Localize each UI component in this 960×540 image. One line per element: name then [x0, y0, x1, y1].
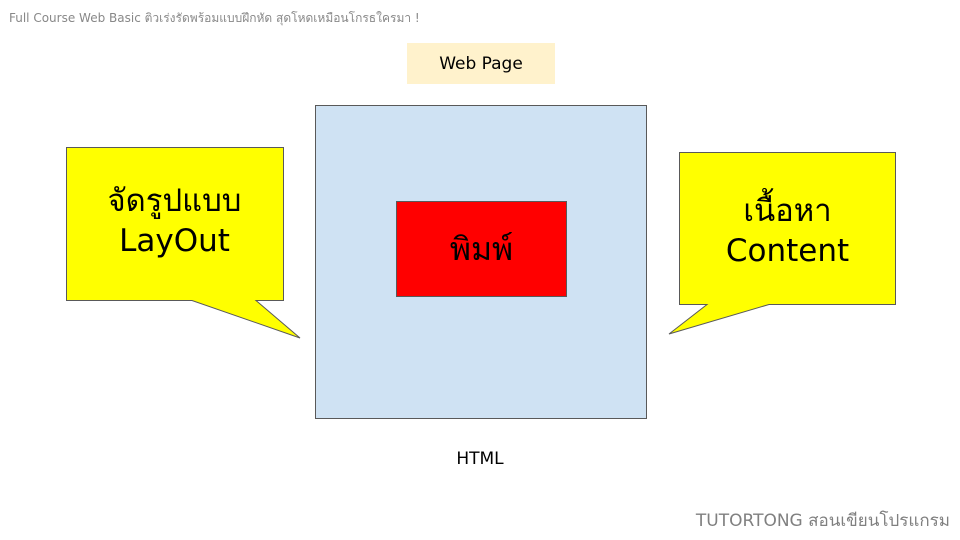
- course-title: Full Course Web Basic ติวเร่งรัดพร้อมแบบ…: [9, 11, 420, 25]
- print-box: พิมพ์: [396, 201, 567, 297]
- layout-callout-bubble: [66, 147, 301, 339]
- content-callout-line2: Content: [725, 233, 850, 269]
- layout-callout-line2: LayOut: [119, 223, 230, 259]
- layout-callout-line1: จัดรูปแบบ: [107, 183, 242, 219]
- layout-callout-text: จัดรูปแบบ LayOut: [66, 181, 283, 261]
- footer-brand: TUTORTONG สอนเขียนโปรแกรม: [695, 511, 950, 531]
- html-label: HTML: [456, 449, 504, 469]
- content-callout-line1: เนื้อหา: [743, 193, 832, 229]
- content-callout-text: เนื้อหา Content: [680, 191, 895, 271]
- content-callout-bubble: [668, 152, 896, 335]
- web-page-label: Web Page: [407, 43, 555, 84]
